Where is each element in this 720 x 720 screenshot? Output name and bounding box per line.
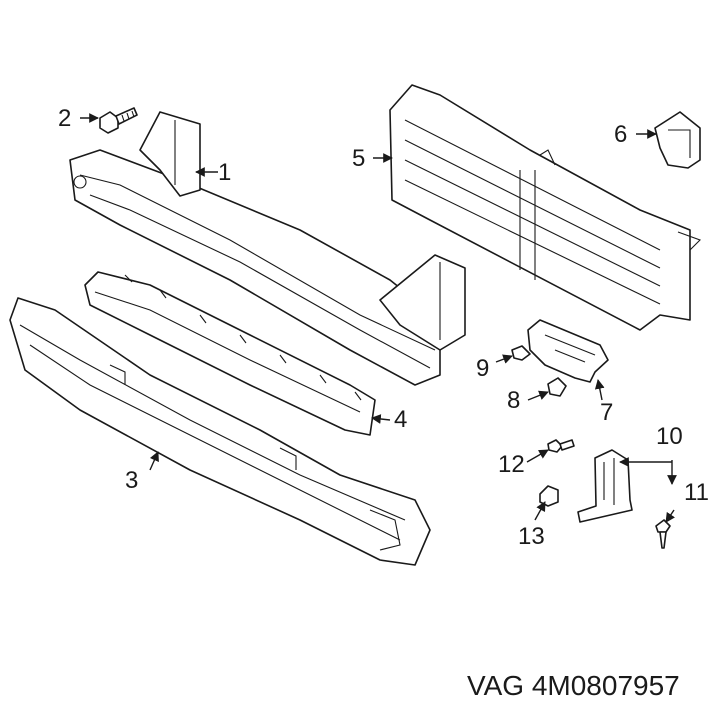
bumper-beam-part [69,111,466,386]
callout-10: 10 [656,423,683,450]
callout-5: 5 [352,145,365,172]
part-number-caption: VAG 4M0807957 [467,670,680,701]
callout-3: 3 [125,467,138,494]
grille-shutter-part [389,84,701,331]
callout-1: 1 [218,159,231,186]
callout-7: 7 [600,399,613,426]
callout-13: 13 [518,523,545,550]
support-bracket-part [577,449,633,523]
nut-part-13 [539,485,559,507]
callout-12: 12 [498,451,525,478]
callout-11: 11 [684,479,709,506]
energy-absorber-part [9,297,431,566]
screw-part-12 [547,439,575,453]
callout-4: 4 [394,406,407,433]
leader-lines [80,113,677,523]
callout-8: 8 [507,387,520,414]
callout-6: 6 [614,121,627,148]
clip-bracket-part [654,111,701,169]
callout-2: 2 [58,105,71,132]
callout-labels: 1 2 3 4 5 6 7 8 9 10 11 12 13 [58,105,709,550]
callout-9: 9 [476,355,489,382]
mounting-bracket-part [527,319,609,383]
screw-part-11 [655,519,671,549]
clip-part-9 [511,345,531,361]
bolt-part [99,107,138,134]
clip-part-8 [547,377,567,397]
